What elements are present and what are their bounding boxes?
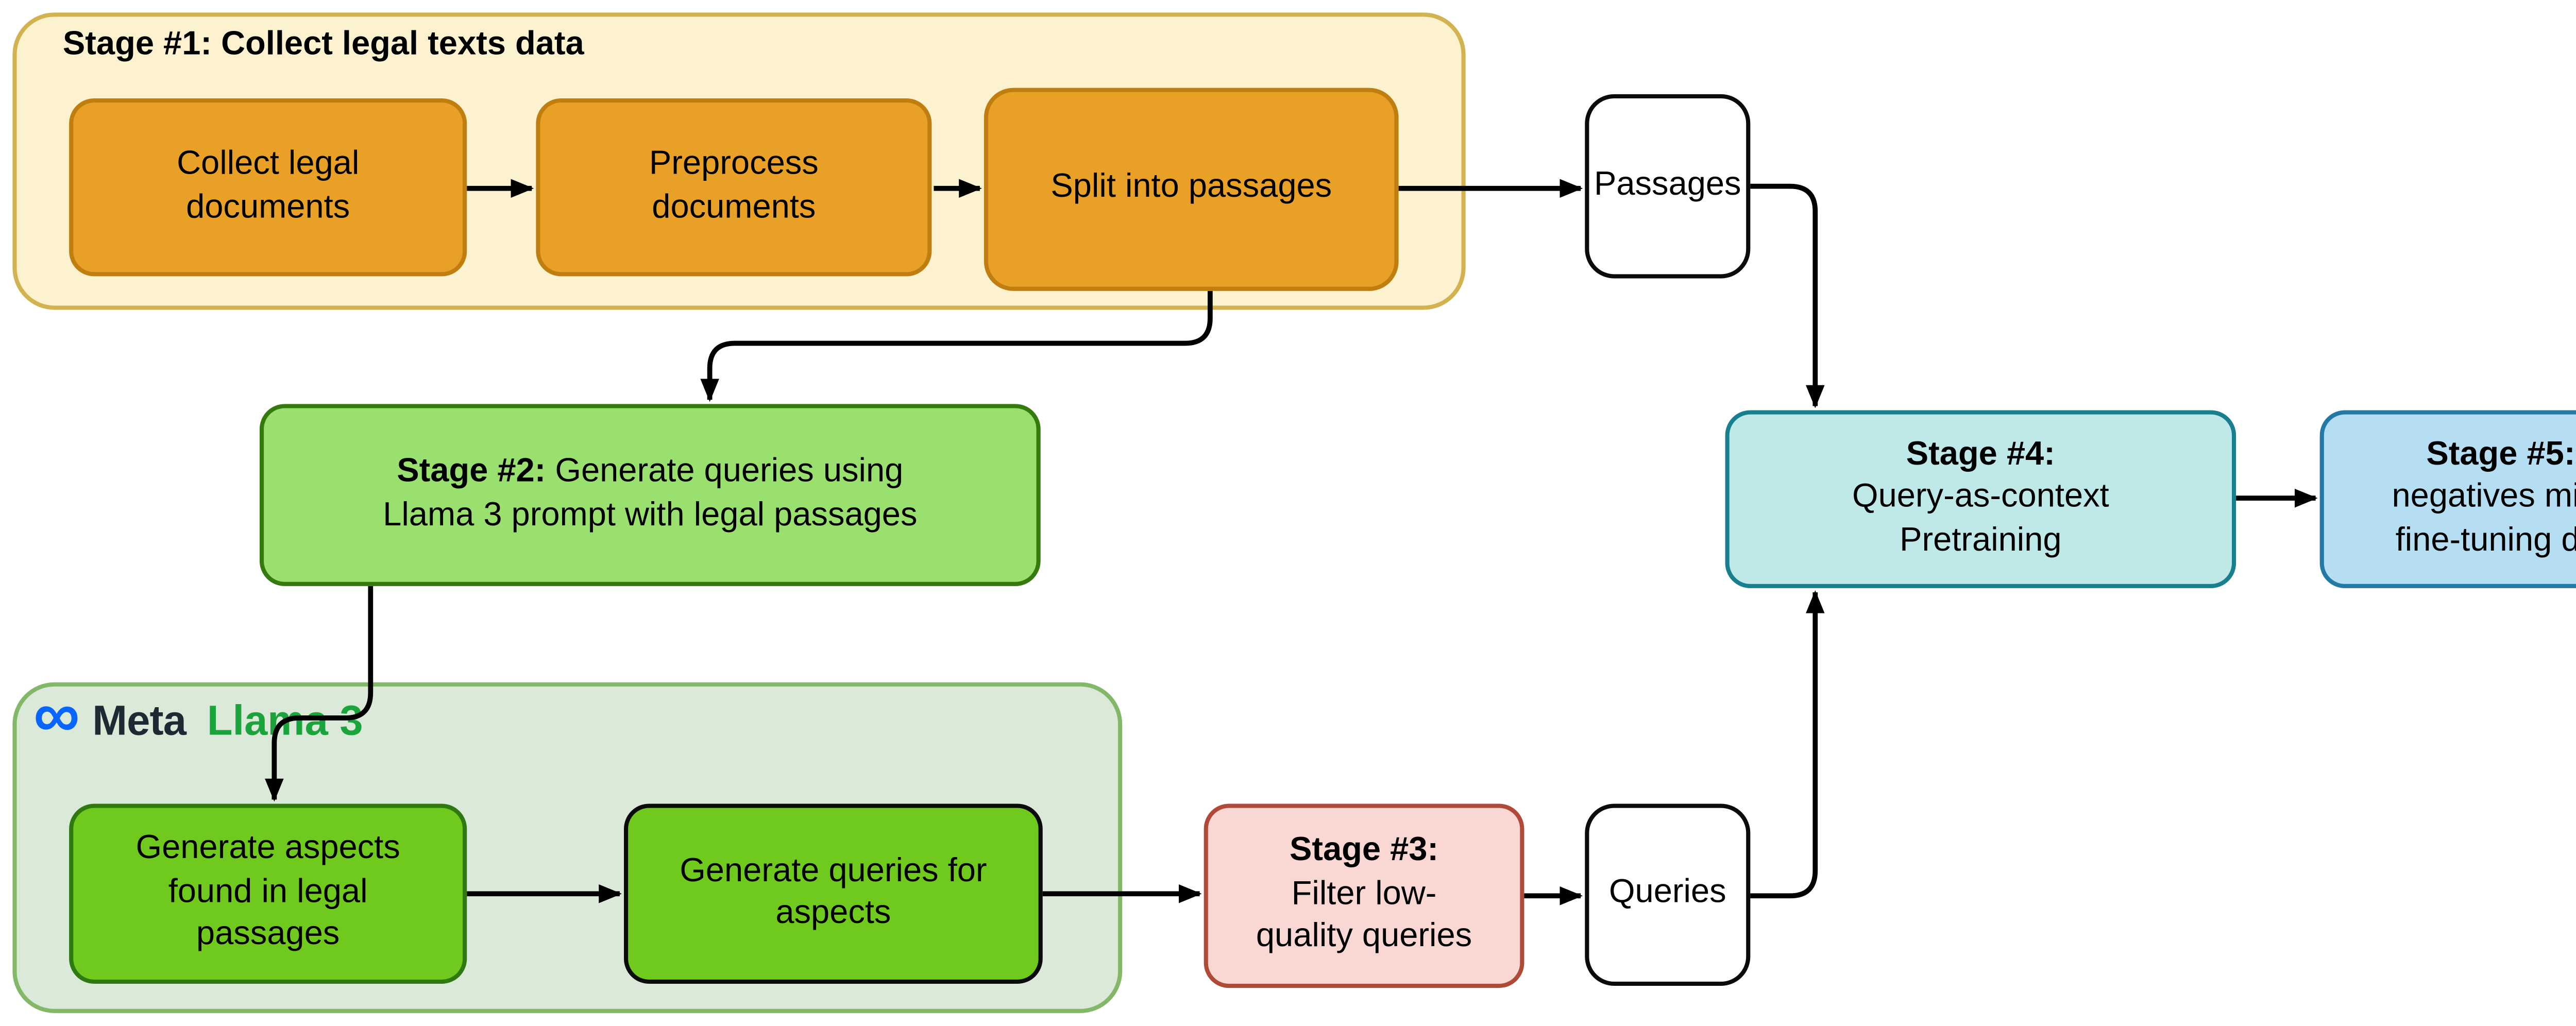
arrow-stage2-to-aspects <box>265 586 374 802</box>
arrow-split-to-stage2 <box>700 290 1213 402</box>
stage5-line2: negatives mining for <box>2392 480 2576 516</box>
stage1-title: Stage #1: Collect legal texts data <box>62 27 584 63</box>
split-into-passages-box: Split into passages <box>984 88 1399 291</box>
meta-infinity-icon: ∞ <box>33 678 80 751</box>
stage2-line1: Stage #2: Generate queries using <box>397 454 904 490</box>
stage4-line2: Query-as-context <box>1852 480 2109 516</box>
arrow-queries-to-stage4 <box>1750 590 1825 899</box>
stage3-box: Stage #3: Filter low- quality queries <box>1204 803 1524 988</box>
stage2-box: Stage #2: Generate queries using Llama 3… <box>259 404 1041 586</box>
stage2-line2: Llama 3 prompt with legal passages <box>383 497 918 533</box>
arrow-passages-to-stage4 <box>1750 183 1825 408</box>
meta-wordmark: Meta <box>92 698 187 744</box>
stage3-line3: quality queries <box>1256 919 1472 955</box>
stage4-prefix: Stage #4: <box>1906 437 2055 473</box>
stage5-box: Stage #5: Hard negatives mining for fine… <box>2319 410 2576 588</box>
stage3-line2: Filter low- <box>1291 876 1437 912</box>
collect-legal-documents-box: Collect legal documents <box>69 98 467 277</box>
stage4-line3: Pretraining <box>1900 522 2062 558</box>
stage5-line1: Stage #5: Hard <box>2426 437 2575 473</box>
generate-queries-for-aspects-box: Generate queries for aspects <box>624 803 1043 984</box>
queries-box: Queries <box>1585 803 1751 986</box>
generate-aspects-box: Generate aspects found in legal passages <box>69 803 467 984</box>
stage4-box: Stage #4: Query-as-context Pretraining <box>1725 410 2236 588</box>
stage3-prefix: Stage #3: <box>1289 833 1439 869</box>
stage5-line3: fine-tuning datasets <box>2395 522 2576 558</box>
meta-llama-logo: ∞ Meta Llama 3 <box>33 678 363 751</box>
preprocess-documents-box: Preprocess documents <box>536 98 932 277</box>
passages-box: Passages <box>1585 94 1751 279</box>
